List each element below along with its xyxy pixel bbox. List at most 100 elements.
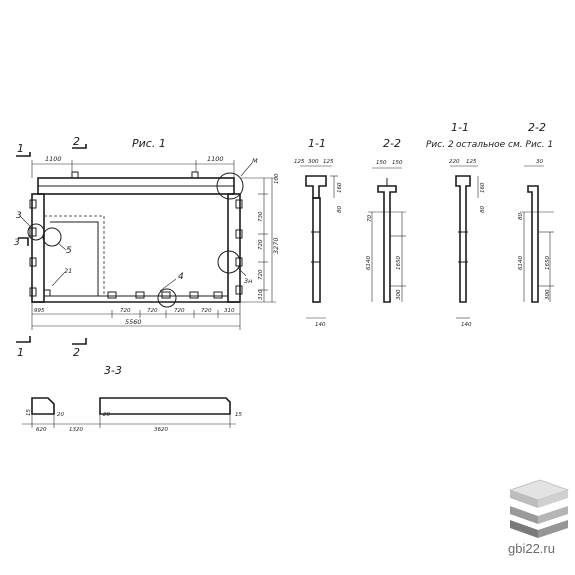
cut-2-top [72, 144, 87, 149]
callout-4: 4 [178, 272, 184, 282]
embed-left-3 [29, 257, 37, 267]
section-a: 125 300 125 160 80 140 [294, 159, 343, 328]
cut-2-top-label: 2 [73, 135, 80, 148]
section-c-title: 1-1 [451, 121, 469, 134]
embed-left-1 [29, 199, 37, 209]
logo-slab-mid-l [510, 506, 538, 524]
leader-m [240, 162, 253, 177]
dim-bottom-left: 995 [34, 308, 45, 314]
embed-right-3 [235, 257, 243, 267]
dim-bottom-720b: 720 [147, 308, 158, 314]
cut-3-label: 3 [14, 238, 20, 248]
door-opening [44, 215, 105, 296]
section-b-h4: 300 [396, 289, 402, 300]
dim-bottom-310: 310 [224, 308, 235, 314]
dim-right-top: 100 [274, 173, 280, 184]
section-a-w2: 300 [308, 159, 319, 165]
callout-circle-4 [157, 288, 177, 308]
dim-top-left: 1100 [45, 155, 62, 163]
section-b-h3: 1650 [396, 256, 402, 270]
callout-21: 21 [64, 267, 72, 275]
section-b-h1: 70 [367, 215, 373, 222]
dim-right-720a: 720 [258, 239, 264, 250]
fig1-panel [19, 162, 253, 308]
logo-slab-bot-l [510, 520, 538, 538]
section-c-bottom: 140 [461, 322, 472, 328]
section-c-profile [455, 175, 471, 303]
fig2-title: Рис. 2 [426, 140, 454, 150]
dim-right-720b: 720 [258, 269, 264, 280]
section-3-3-gap: 1320 [69, 427, 83, 433]
logo-slab-mid-r [538, 506, 568, 524]
section-a-h2: 80 [337, 206, 343, 213]
leader-4 [159, 278, 177, 292]
dim-right-310: 310 [258, 289, 264, 300]
callout-m: М [252, 157, 258, 165]
dim-overall: 5560 [125, 318, 142, 326]
cut-1-top-label: 1 [17, 142, 24, 155]
embed-bottom-3 [161, 291, 171, 299]
callout-3n: 3н [244, 277, 252, 285]
section-3-3-left-block [31, 397, 55, 415]
section-d-profile [527, 185, 539, 303]
section-d-h2: 6140 [518, 256, 524, 270]
leader-3 [19, 215, 31, 227]
embed-bottom-4 [189, 291, 199, 299]
callout-circle-3n [217, 250, 241, 274]
section-3-3-gap-r: 20 [103, 412, 110, 418]
dim-bottom-720a: 720 [120, 308, 131, 314]
section-b-h2: 6140 [366, 256, 372, 270]
embed-bottom-5 [213, 291, 223, 299]
embed-right-4 [235, 285, 243, 295]
section-d-w1: 30 [536, 159, 543, 165]
section-3-3-title: 3-3 [104, 364, 122, 377]
cut-1-bottom [16, 336, 31, 343]
embed-left-4 [29, 287, 37, 297]
section-c-w2: 125 [466, 159, 477, 165]
embed-right-1 [235, 199, 243, 209]
cut-1-top [16, 152, 31, 157]
watermark-text: gbi22.ru [508, 541, 555, 556]
fig1-dimensions: 1100 1100 100 730 3270 720 720 310 995 7… [31, 155, 280, 330]
section-c-w1: 220 [449, 159, 460, 165]
callout-5: 5 [66, 246, 72, 256]
lift-loop-left [71, 171, 79, 179]
section-3-3-right-h: 15 [235, 412, 242, 418]
logo-slab-top-side-r [538, 490, 568, 508]
cut-1-bottom-label: 1 [17, 346, 24, 359]
dim-right-3270: 3270 [272, 237, 280, 254]
section-b-w1: 150 [376, 160, 387, 166]
section-d-h4: 300 [545, 289, 551, 300]
section-a-h1: 160 [337, 182, 343, 193]
door-frame [50, 221, 99, 296]
cut-2-bottom [72, 338, 87, 345]
section-c-h1: 160 [480, 182, 486, 193]
section-d-h1: 80 [518, 213, 524, 220]
leader-21 [51, 272, 65, 287]
watermark-logo [508, 479, 570, 538]
section-c: 220 125 160 80 140 [449, 159, 486, 328]
section-3-3: 15 620 20 1320 20 3620 15 [22, 397, 242, 433]
cut-2-bottom-label: 2 [73, 346, 80, 359]
section-3-3-gap-l: 20 [57, 412, 64, 418]
cut-3 [18, 237, 29, 246]
section-3-3-left-w: 620 [36, 427, 47, 433]
lift-loop-right [191, 171, 199, 179]
section-a-w1: 125 [294, 159, 305, 165]
section-3-3-beam-len: 3620 [154, 427, 168, 433]
embed-bottom-0 [43, 289, 51, 297]
section-a-head [305, 175, 327, 199]
section-b: 150 150 70 6140 1650 300 [366, 160, 406, 303]
section-a-title: 1-1 [308, 137, 326, 150]
section-d-h3: 1650 [545, 256, 551, 270]
section-a-web [312, 197, 321, 303]
section-3-3-left-h: 15 [26, 409, 32, 416]
dim-bottom-720c: 720 [174, 308, 185, 314]
section-b-w2: 150 [392, 160, 403, 166]
section-d-title: 2-2 [528, 121, 546, 134]
callout-circle-3 [27, 223, 45, 241]
section-b-title: 2-2 [383, 137, 401, 150]
section-d: 30 80 6140 1650 300 [518, 159, 554, 303]
